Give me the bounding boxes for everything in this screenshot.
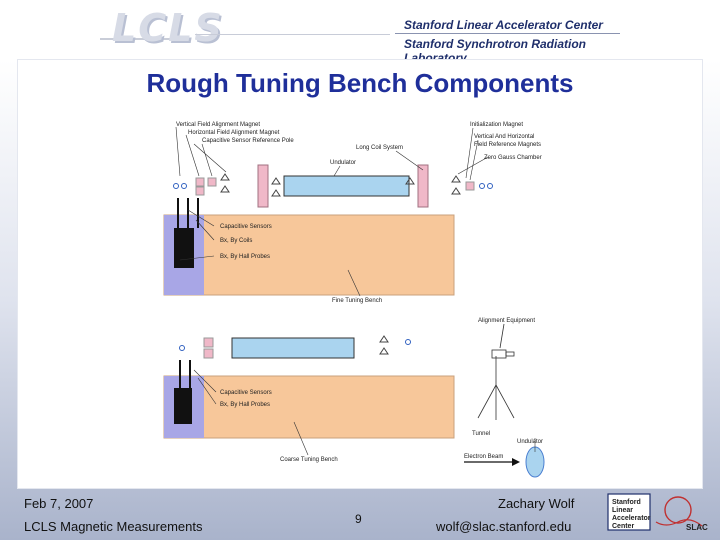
slac-logo-text: Stanford [612,499,641,506]
svg-text:Linear: Linear [612,507,633,514]
label-horiz-field-magnet: Horizontal Field Alignment Magnet [188,130,280,136]
svg-text:Center: Center [612,523,634,530]
reference-pole [405,339,411,345]
arrow-head-icon [512,458,520,466]
undulator-fine [283,175,410,197]
label-undulator: Undulator [330,160,356,166]
tuning-bench-diagram: Vertical Field Alignment Magnet Horizont… [163,122,545,478]
header-divider [195,34,390,35]
label-vh-field-ref-2: Field Reference Magnets [474,142,541,148]
page-number: 9 [355,512,362,526]
slac-short: SLAC [686,523,708,532]
label-vert-field-magnet: Vertical Field Alignment Magnet [176,122,260,128]
logo-underline [100,38,190,40]
label-bx-by-hall-top: Bx, By Hall Probes [220,254,270,260]
coarse-bench-block [174,388,192,424]
label-long-coil: Long Coil System [356,145,403,151]
label-zero-gauss: Zero Gauss Chamber [484,155,542,161]
label-bx-by-hall-bottom: Bx, By Hall Probes [220,402,270,408]
label-tunnel: Tunnel [472,431,490,437]
label-undulator-tunnel: Undulator [517,439,543,445]
field-alignment-magnet [195,177,205,187]
slac-logo-box [607,493,651,531]
lcls-logo: LCLS [112,6,224,50]
label-bx-by-coils: Bx, By Coils [220,238,252,244]
footer-author: Zachary Wolf [498,496,575,511]
magnet [203,348,214,359]
magnet [203,337,214,348]
reference-pole [181,183,187,189]
long-coil-end-right [417,164,429,208]
reference-pole [487,183,493,189]
reference-pole [179,345,185,351]
label-electron-beam: Electron Beam [464,454,503,460]
field-alignment-magnet [195,186,205,196]
footer-date: Feb 7, 2007 [24,496,94,511]
org-line-1: Stanford Linear Accelerator Center [404,18,603,32]
fine-bench-block [174,228,194,268]
footer-email: wolf@slac.stanford.edu [436,519,572,534]
slac-logo: Stanford Linear Accelerator Center SLAC [606,492,714,534]
capacitive-sensor-pole [220,173,230,193]
alignment-tripod [477,323,515,420]
label-cap-sensors-top: Capacitive Sensors [220,224,272,230]
reference-pole [479,183,485,189]
svg-text:Accelerator: Accelerator [612,515,651,522]
label-fine-bench: Fine Tuning Bench [332,298,382,304]
slide-panel: Rough Tuning Bench Components [18,60,702,488]
sensor [405,177,415,185]
slide-title: Rough Tuning Bench Components [146,68,574,98]
zero-gauss-chamber [451,175,461,195]
slac-ring-icon [664,496,692,524]
reference-magnet [465,181,475,191]
coarse-tuning-bench [163,375,455,439]
fine-tuning-bench [163,214,455,296]
header-divider-2 [395,33,620,34]
undulator-coarse [231,337,355,359]
field-alignment-magnet [207,177,217,187]
slac-beamline-icon [655,519,703,527]
reference-pole [173,183,179,189]
header: LCLS Stanford Linear Accelerator Center … [0,0,720,65]
label-cap-sensor-pole: Capacitive Sensor Reference Pole [202,138,294,144]
sensor [379,335,389,355]
label-alignment-equipment: Alignment Equipment [478,318,535,324]
label-vh-field-ref: Vertical And Horizontal [474,134,534,140]
label-coarse-bench: Coarse Tuning Bench [280,457,338,463]
label-initialization-magnet: Initialization Magnet [470,122,523,128]
label-cap-sensors-bottom: Capacitive Sensors [220,390,272,396]
sensor [271,177,281,197]
long-coil-end-left [257,164,269,208]
footer-subject: LCLS Magnetic Measurements [24,519,203,534]
